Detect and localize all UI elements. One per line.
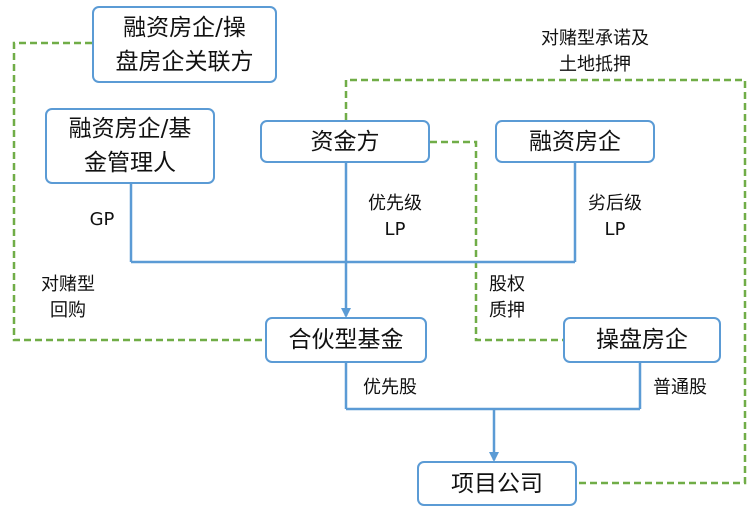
junior-lp-label: 劣后级 LP [588,193,642,240]
capital-provider-label: 资金方 [310,128,380,155]
bet-commitment-land-pledge-label: 对赌型承诺及 土地抵押 [541,28,649,75]
financing-developer-label: 融资房企 [529,128,621,155]
preferred-share-label: 优先股 [363,377,417,398]
partnership-fund-label: 合伙型基金 [288,327,404,353]
capital-provider-node: 资金方 [260,120,430,163]
equity-pledge-label: 股权 质押 [489,274,525,321]
operating-developer-label: 操盘房企 [596,327,688,353]
common-share-label: 普通股 [653,377,707,398]
bet-buyback-label: 对赌型 回购 [41,274,95,321]
bet-buyback-dashed-link [12,41,265,342]
gp-label: GP [89,209,115,230]
senior-lp-label: 优先级 LP [368,193,422,240]
related-party-node: 融资房企/操 盘房企关联方 [92,6,277,83]
project-company-label: 项目公司 [451,470,543,497]
equity-pledge-dashed-link [430,140,563,342]
related-party-label: 融资房企/操 盘房企关联方 [115,14,254,75]
financing-fund-manager-node: 融资房企/基 金管理人 [45,108,215,184]
operating-developer-node: 操盘房企 [563,317,721,363]
bet-commitment-land-pledge-dashed-link [344,78,747,485]
financing-developer-node: 融资房企 [495,120,655,163]
partnership-fund-node: 合伙型基金 [265,317,427,363]
project-company-node: 项目公司 [417,461,577,506]
financing-fund-manager-label: 融资房企/基 金管理人 [68,116,192,176]
